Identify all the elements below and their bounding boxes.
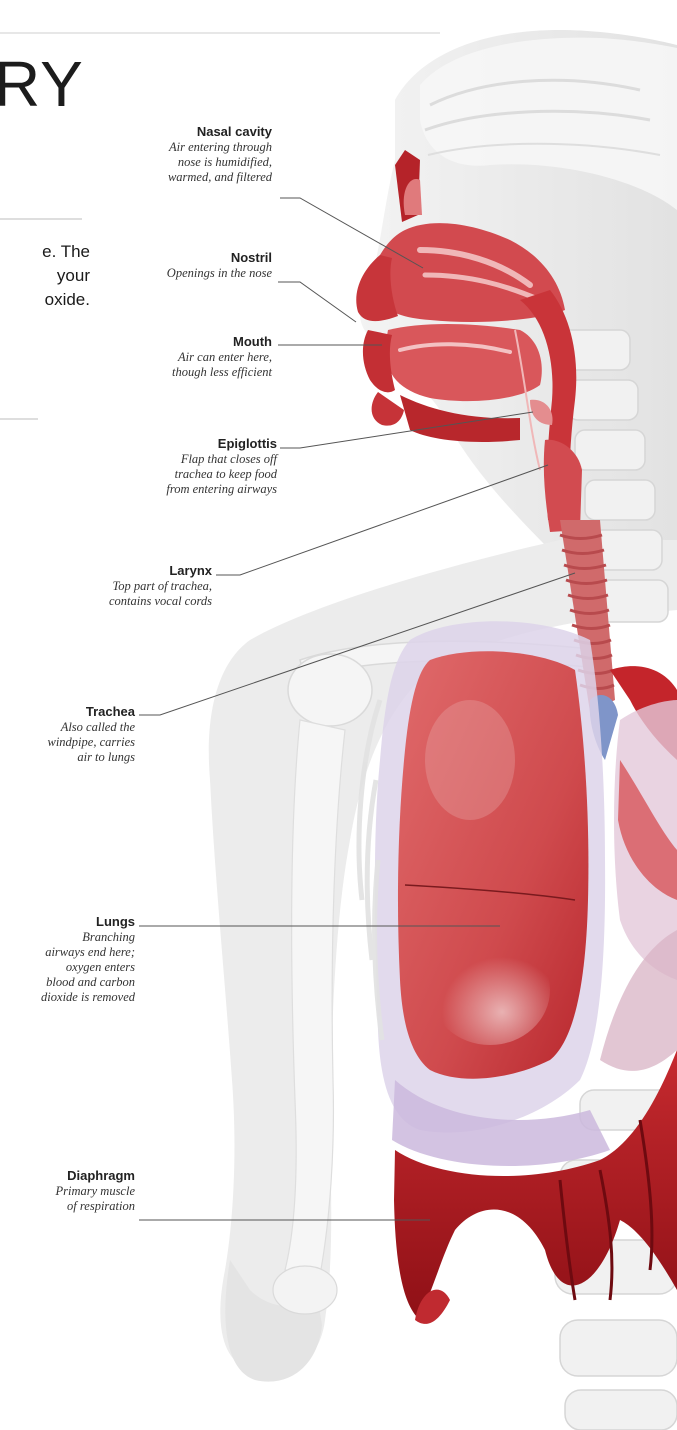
label-desc: of respiration bbox=[56, 1199, 136, 1214]
intro-line: e. The bbox=[0, 240, 90, 264]
label-name: Lungs bbox=[41, 914, 135, 930]
shoulder-joint bbox=[288, 654, 372, 726]
label-name: Nasal cavity bbox=[168, 124, 272, 140]
label-diaphragm: Diaphragm Primary muscle of respiration bbox=[56, 1168, 136, 1214]
label-desc: nose is humidified, bbox=[168, 155, 272, 170]
label-desc: Branching bbox=[41, 930, 135, 945]
label-desc: from entering airways bbox=[166, 482, 277, 497]
intro-line: your bbox=[0, 264, 90, 288]
label-epiglottis: Epiglottis Flap that closes off trachea … bbox=[166, 436, 277, 497]
label-desc: trachea to keep food bbox=[166, 467, 277, 482]
label-desc: windpipe, carries bbox=[48, 735, 136, 750]
label-name: Trachea bbox=[48, 704, 136, 720]
label-desc: Primary muscle bbox=[56, 1184, 136, 1199]
label-trachea: Trachea Also called the windpipe, carrie… bbox=[48, 704, 136, 765]
label-desc: though less efficient bbox=[172, 365, 272, 380]
intro-line: oxide. bbox=[0, 288, 90, 312]
label-name: Diaphragm bbox=[56, 1168, 136, 1184]
label-desc: Air entering through bbox=[168, 140, 272, 155]
label-name: Mouth bbox=[172, 334, 272, 350]
label-desc: blood and carbon bbox=[41, 975, 135, 990]
mouth-shape bbox=[386, 324, 542, 401]
label-name: Epiglottis bbox=[166, 436, 277, 452]
label-desc: Openings in the nose bbox=[167, 266, 272, 281]
label-desc: dioxide is removed bbox=[41, 990, 135, 1005]
label-name: Nostril bbox=[167, 250, 272, 266]
intro-text: e. The your oxide. bbox=[0, 240, 90, 312]
label-desc: Top part of trachea, bbox=[109, 579, 212, 594]
label-desc: Also called the bbox=[48, 720, 136, 735]
label-desc: Flap that closes off bbox=[166, 452, 277, 467]
label-desc: air to lungs bbox=[48, 750, 136, 765]
label-name: Larynx bbox=[109, 563, 212, 579]
label-larynx: Larynx Top part of trachea, contains voc… bbox=[109, 563, 212, 609]
leader-nostril bbox=[278, 282, 356, 322]
label-desc: Air can enter here, bbox=[172, 350, 272, 365]
label-desc: oxygen enters bbox=[41, 960, 135, 975]
label-lungs: Lungs Branching airways end here; oxygen… bbox=[41, 914, 135, 1005]
page-title: RY bbox=[0, 52, 84, 116]
label-desc: airways end here; bbox=[41, 945, 135, 960]
label-nostril: Nostril Openings in the nose bbox=[167, 250, 272, 281]
label-desc: contains vocal cords bbox=[109, 594, 212, 609]
label-mouth: Mouth Air can enter here, though less ef… bbox=[172, 334, 272, 380]
label-nasal-cavity: Nasal cavity Air entering through nose i… bbox=[168, 124, 272, 185]
label-desc: warmed, and filtered bbox=[168, 170, 272, 185]
